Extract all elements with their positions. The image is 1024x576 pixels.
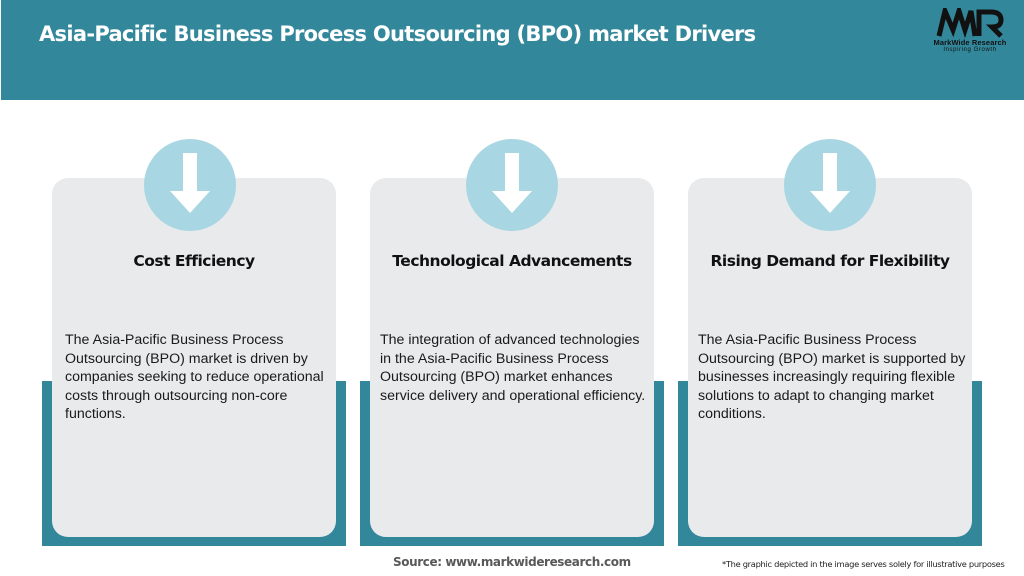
icon-circle [144,139,236,231]
icon-circle [466,139,558,231]
card-panel [370,178,654,537]
card-body: The integration of advanced technologies… [380,332,646,404]
card-heading: Cost Efficiency [133,252,255,270]
header-banner: Asia-Pacific Business Process Outsourcin… [1,0,1024,100]
source-caption: Source: www.markwideresearch.com [393,555,631,569]
card-body: The Asia-Pacific Business Process Outsou… [65,332,324,422]
icon-circle [784,139,876,231]
card-panel [688,178,972,537]
arrow-down-icon [170,153,210,213]
logo-name: MarkWide Research [933,38,1007,47]
card-body: The Asia-Pacific Business Process Outsou… [698,332,966,422]
arrow-down-icon [810,153,850,213]
card-heading: Technological Advancements [392,252,632,270]
card-panel [52,178,336,537]
page-title: Asia-Pacific Business Process Outsourcin… [39,22,756,46]
disclaimer-note: *The graphic depicted in the image serve… [722,559,1005,569]
mwr-logo-icon [936,8,1004,38]
arrow-down-icon [492,153,532,213]
card-heading: Rising Demand for Flexibility [710,252,950,270]
logo-tagline: Inspiring Growth [943,47,997,53]
logo: MarkWide Research Inspiring Growth [923,8,1017,58]
